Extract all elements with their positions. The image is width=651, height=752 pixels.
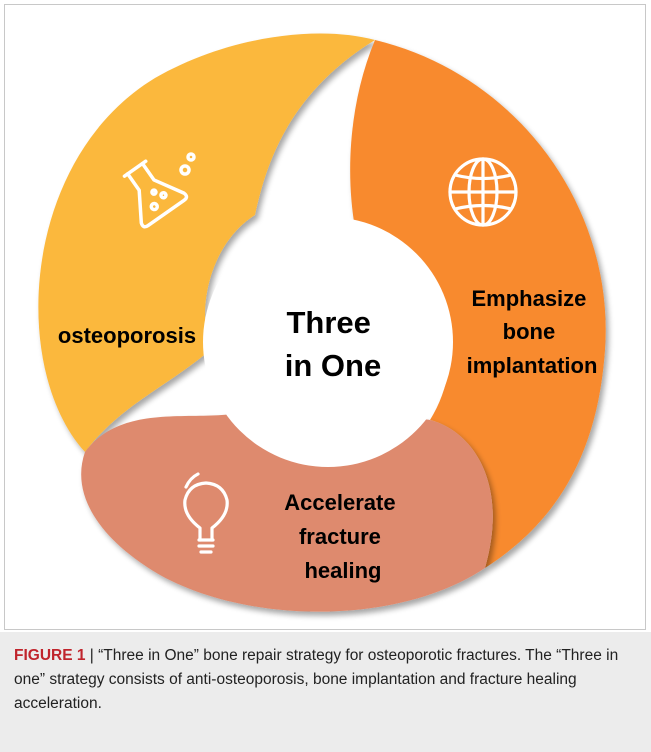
segment-label-line: healing [304, 558, 381, 583]
figure-frame [4, 4, 646, 630]
center-title: Three in One [285, 305, 381, 383]
caption-text: “Three in One” bone repair strategy for … [14, 647, 619, 712]
caption-box: FIGURE 1 | “Three in One” bone repair st… [0, 632, 651, 752]
figure-caption: FIGURE 1 | “Three in One” bone repair st… [14, 644, 639, 716]
segment-label-line: osteoporosis [58, 323, 196, 348]
caption-separator: | [85, 647, 99, 664]
segment-bone-implantation [350, 40, 606, 568]
segment-label-line: Emphasize [471, 286, 586, 311]
lightbulb-icon [183, 472, 229, 554]
segment-label-line: fracture [299, 524, 381, 549]
segment-label-line: implantation [467, 353, 598, 378]
flask-icon [122, 152, 196, 229]
segment-fracture-healing [81, 414, 493, 612]
segment-label-osteoporosis: osteoporosis [58, 323, 196, 348]
segment-label-line: bone [503, 319, 556, 344]
figure-label: FIGURE 1 [14, 647, 86, 664]
globe-icon [448, 157, 518, 227]
segment-label-line: Accelerate [284, 490, 395, 515]
three-in-one-diagram: Three in One osteoporosis Emphasize bone… [38, 33, 606, 612]
center-circle [203, 217, 453, 467]
center-title-line: Three [286, 305, 370, 340]
segment-label-fracture-healing: Accelerate fracture healing [284, 490, 401, 583]
center-title-line: in One [285, 348, 381, 383]
segment-label-bone-implantation: Emphasize bone implantation [467, 286, 598, 378]
segment-osteoporosis [38, 33, 375, 453]
